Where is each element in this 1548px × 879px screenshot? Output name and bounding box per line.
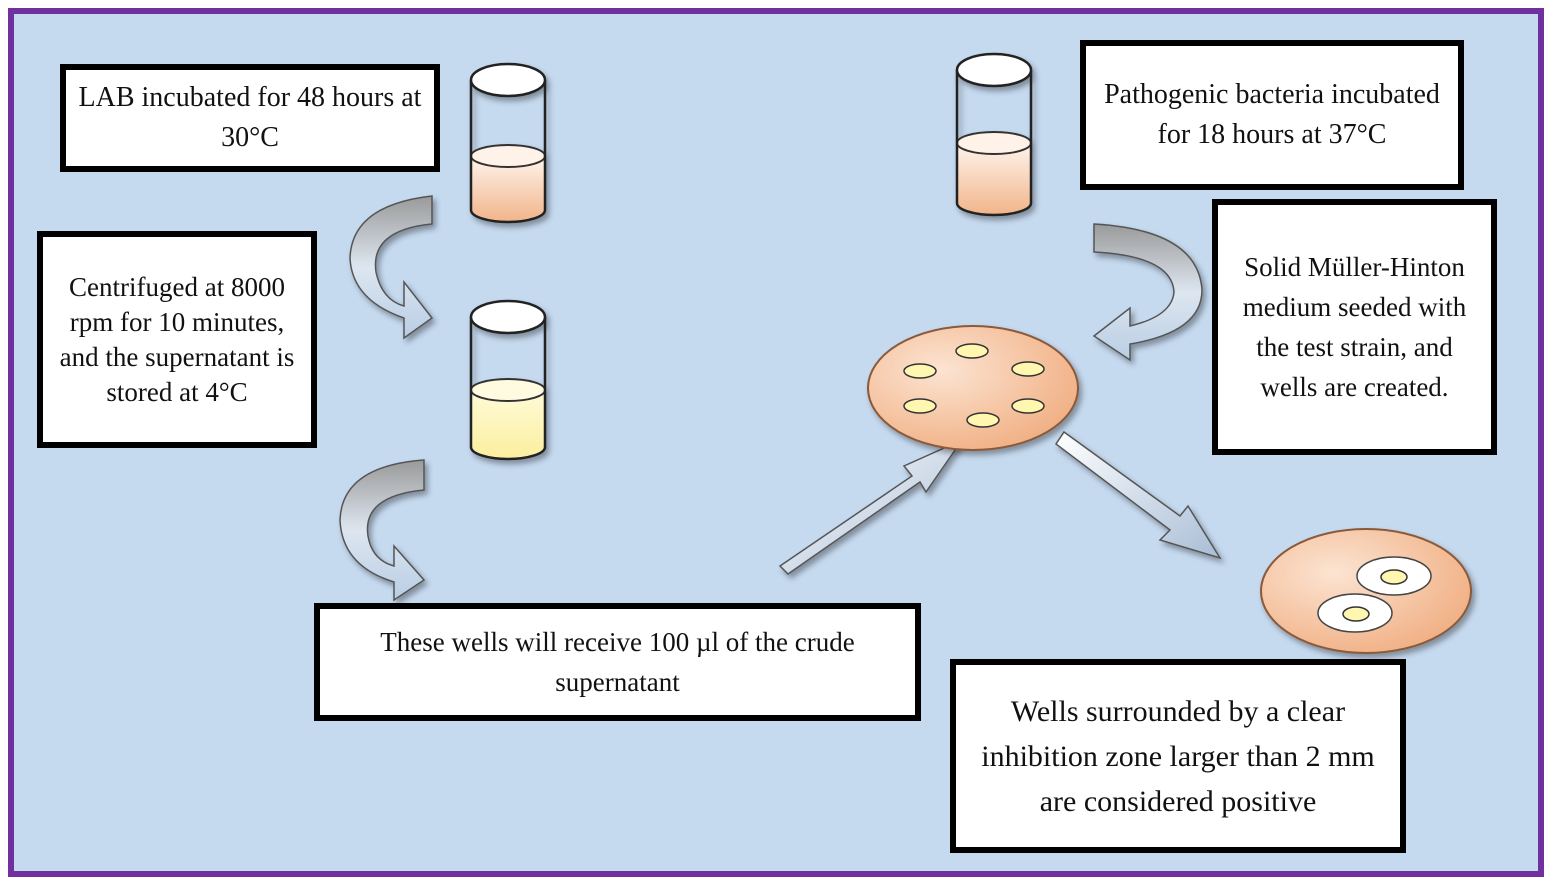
step-box-positive-result: Wells surrounded by a clear inhibition z… bbox=[950, 659, 1406, 853]
well-icon bbox=[903, 363, 937, 379]
arrow-down-right-icon bbox=[1054, 430, 1222, 560]
well-icon bbox=[1011, 398, 1045, 414]
step-box-pathogen-incubation: Pathogenic bacteria incubated for 18 hou… bbox=[1080, 40, 1464, 190]
well-icon bbox=[1011, 361, 1045, 377]
well-icon bbox=[903, 398, 937, 414]
arrow-up-right-icon bbox=[778, 438, 965, 575]
test-tube-culture-icon bbox=[469, 62, 547, 224]
step-text: Wells surrounded by a clear inhibition z… bbox=[981, 694, 1375, 818]
well-icon bbox=[1380, 569, 1408, 585]
curved-arrow-icon bbox=[349, 195, 434, 340]
curved-arrow-icon bbox=[339, 459, 426, 602]
well-icon bbox=[955, 343, 989, 359]
well-icon bbox=[1342, 606, 1370, 622]
step-box-lab-incubation: LAB incubated for 48 hours at 30°C bbox=[60, 64, 440, 172]
step-text: Pathogenic bacteria incubated for 18 hou… bbox=[1104, 79, 1440, 150]
step-text: Centrifuged at 8000 rpm for 10 minutes, … bbox=[59, 271, 295, 407]
petri-dish-inhibition-icon bbox=[1260, 528, 1472, 654]
test-tube-supernatant-icon bbox=[469, 299, 547, 461]
petri-dish-wells-icon bbox=[867, 325, 1079, 451]
step-text: Solid Müller-Hinton medium seeded with t… bbox=[1242, 252, 1467, 402]
curved-arrow-icon bbox=[1092, 223, 1203, 362]
well-icon bbox=[966, 412, 1000, 428]
step-box-muller-hinton: Solid Müller-Hinton medium seeded with t… bbox=[1212, 199, 1497, 455]
step-box-wells-receive: These wells will receive 100 µl of the c… bbox=[314, 603, 921, 721]
step-text: These wells will receive 100 µl of the c… bbox=[380, 627, 855, 697]
step-text: LAB incubated for 48 hours at 30°C bbox=[78, 82, 422, 153]
test-tube-culture-icon bbox=[955, 52, 1033, 217]
step-box-centrifuge: Centrifuged at 8000 rpm for 10 minutes, … bbox=[37, 231, 317, 448]
